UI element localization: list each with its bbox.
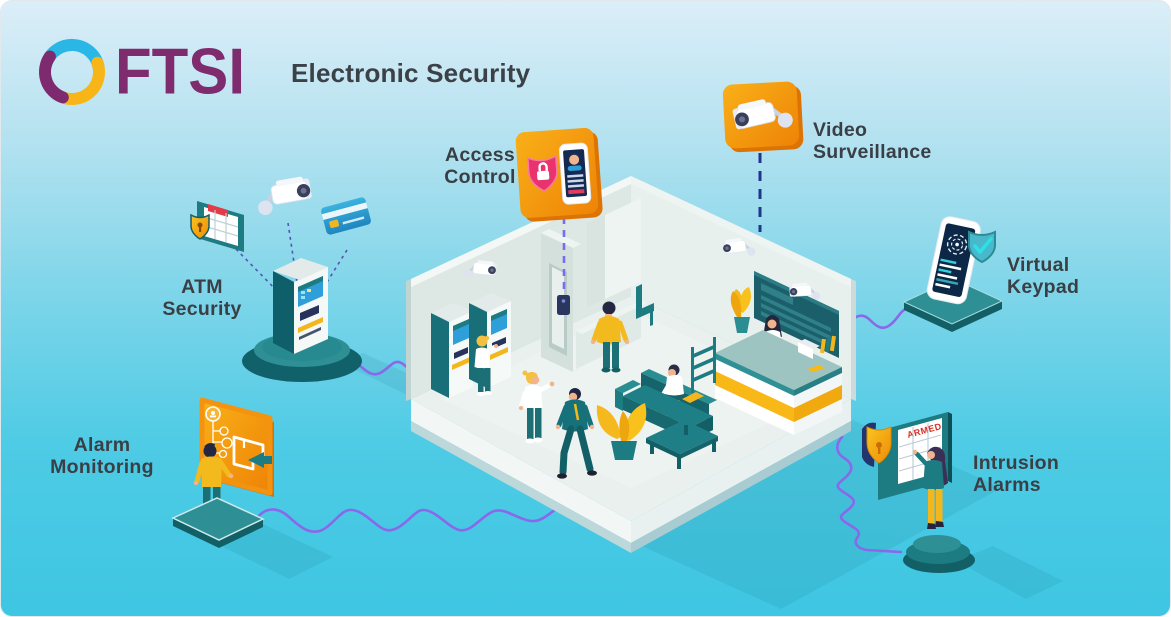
id-phone-icon	[558, 142, 592, 205]
person-at-atm	[474, 335, 498, 396]
door-reader	[557, 295, 570, 315]
page-title: Electronic Security	[291, 58, 531, 88]
alarm-monitoring-module	[171, 397, 274, 548]
right-wall	[631, 176, 851, 399]
video-surveillance-card	[722, 81, 804, 153]
reception-plant	[730, 287, 751, 333]
connector-building-to-keypad	[848, 306, 909, 329]
person-suit	[555, 388, 597, 479]
lock-shield-icon	[527, 154, 558, 192]
floor-plant	[596, 403, 647, 460]
armed-keypad-icon: ARMED	[862, 412, 952, 500]
connector-alarm-to-building	[251, 499, 580, 533]
header: FTSI	[37, 37, 245, 107]
shelf	[691, 337, 716, 393]
shield-keypad-icon	[190, 201, 244, 252]
desk-props	[798, 335, 836, 372]
connector-building-to-intrusion	[836, 435, 903, 554]
label-intrusion-alarms: Intrusion Alarms	[973, 452, 1060, 496]
reception-desk	[715, 287, 842, 435]
brand-name: FTSI	[115, 35, 245, 108]
atm-security-module	[190, 175, 371, 382]
cctv-camera-small-icon	[254, 175, 314, 216]
person-yellow-shirt	[590, 301, 630, 373]
intrusion-alarms-module: ARMED	[862, 412, 975, 573]
label-atm-security: ATM Security	[162, 276, 242, 320]
partition-wall	[541, 198, 647, 372]
check-shield-icon	[968, 230, 996, 264]
chair	[636, 284, 654, 326]
access-control-card	[515, 127, 603, 222]
atm-dotted-links	[230, 222, 348, 299]
label-virtual-keypad: Virtual Keypad	[1007, 254, 1080, 298]
person-blonde-woman	[519, 370, 555, 444]
fingerprint-phone-icon	[926, 216, 981, 305]
atm-machine	[273, 258, 328, 354]
interior-atm-machines	[431, 293, 511, 398]
label-access-control: Access Control	[444, 144, 516, 188]
building	[406, 176, 856, 553]
label-video-surveillance: Video Surveillance	[813, 119, 932, 163]
label-alarm-monitoring: Alarm Monitoring	[50, 434, 154, 478]
bank-card-icon	[321, 197, 371, 235]
ftsi-logo	[39, 38, 105, 105]
person-intrusion	[912, 446, 948, 529]
coffee-table	[646, 420, 718, 469]
virtual-keypad-module	[902, 216, 1004, 332]
